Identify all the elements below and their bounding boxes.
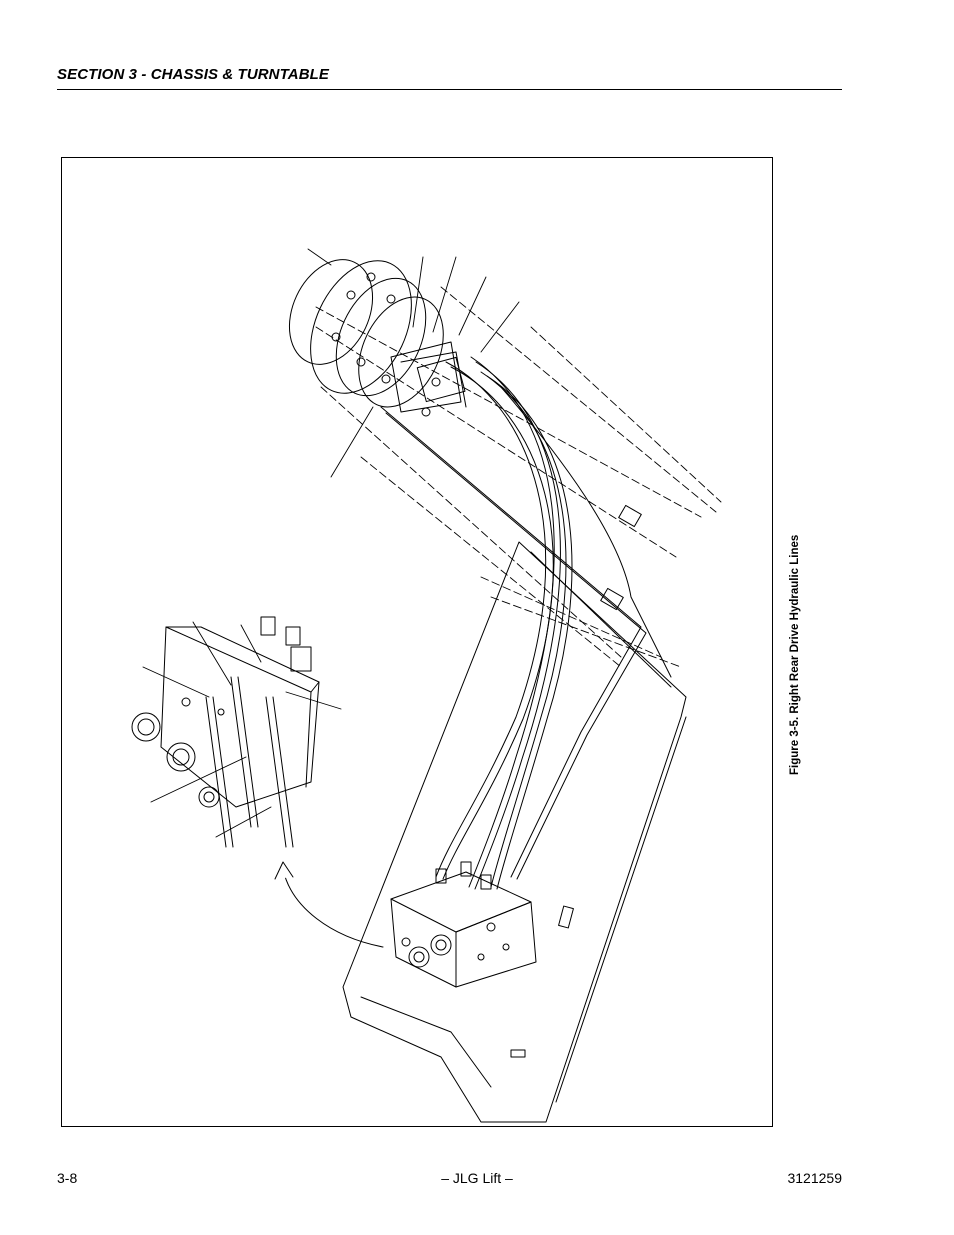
leader-lines (142, 248, 520, 838)
page-number: 3-8 (57, 1170, 78, 1186)
tee-fittings (600, 504, 642, 611)
section-title: SECTION 3 - CHASSIS & TURNTABLE (57, 66, 330, 83)
document-number: 3121259 (787, 1170, 842, 1186)
hydraulic-lines-illustration (131, 248, 722, 1123)
frame-rails (315, 286, 722, 668)
valve-manifold-main (390, 861, 537, 988)
figure-caption: Figure 3-5. Right Rear Drive Hydraulic L… (789, 534, 801, 775)
drive-motor-hub (288, 259, 467, 417)
plate-decals (510, 905, 574, 1058)
figure-frame (61, 157, 773, 1127)
valve-manifold-detail (131, 616, 320, 848)
hydraulic-hoses (380, 356, 672, 890)
header-rule (57, 89, 842, 90)
chassis-plate (342, 541, 687, 1123)
detail-arrow (274, 861, 384, 948)
footer-brand: – JLG Lift – (441, 1170, 513, 1186)
